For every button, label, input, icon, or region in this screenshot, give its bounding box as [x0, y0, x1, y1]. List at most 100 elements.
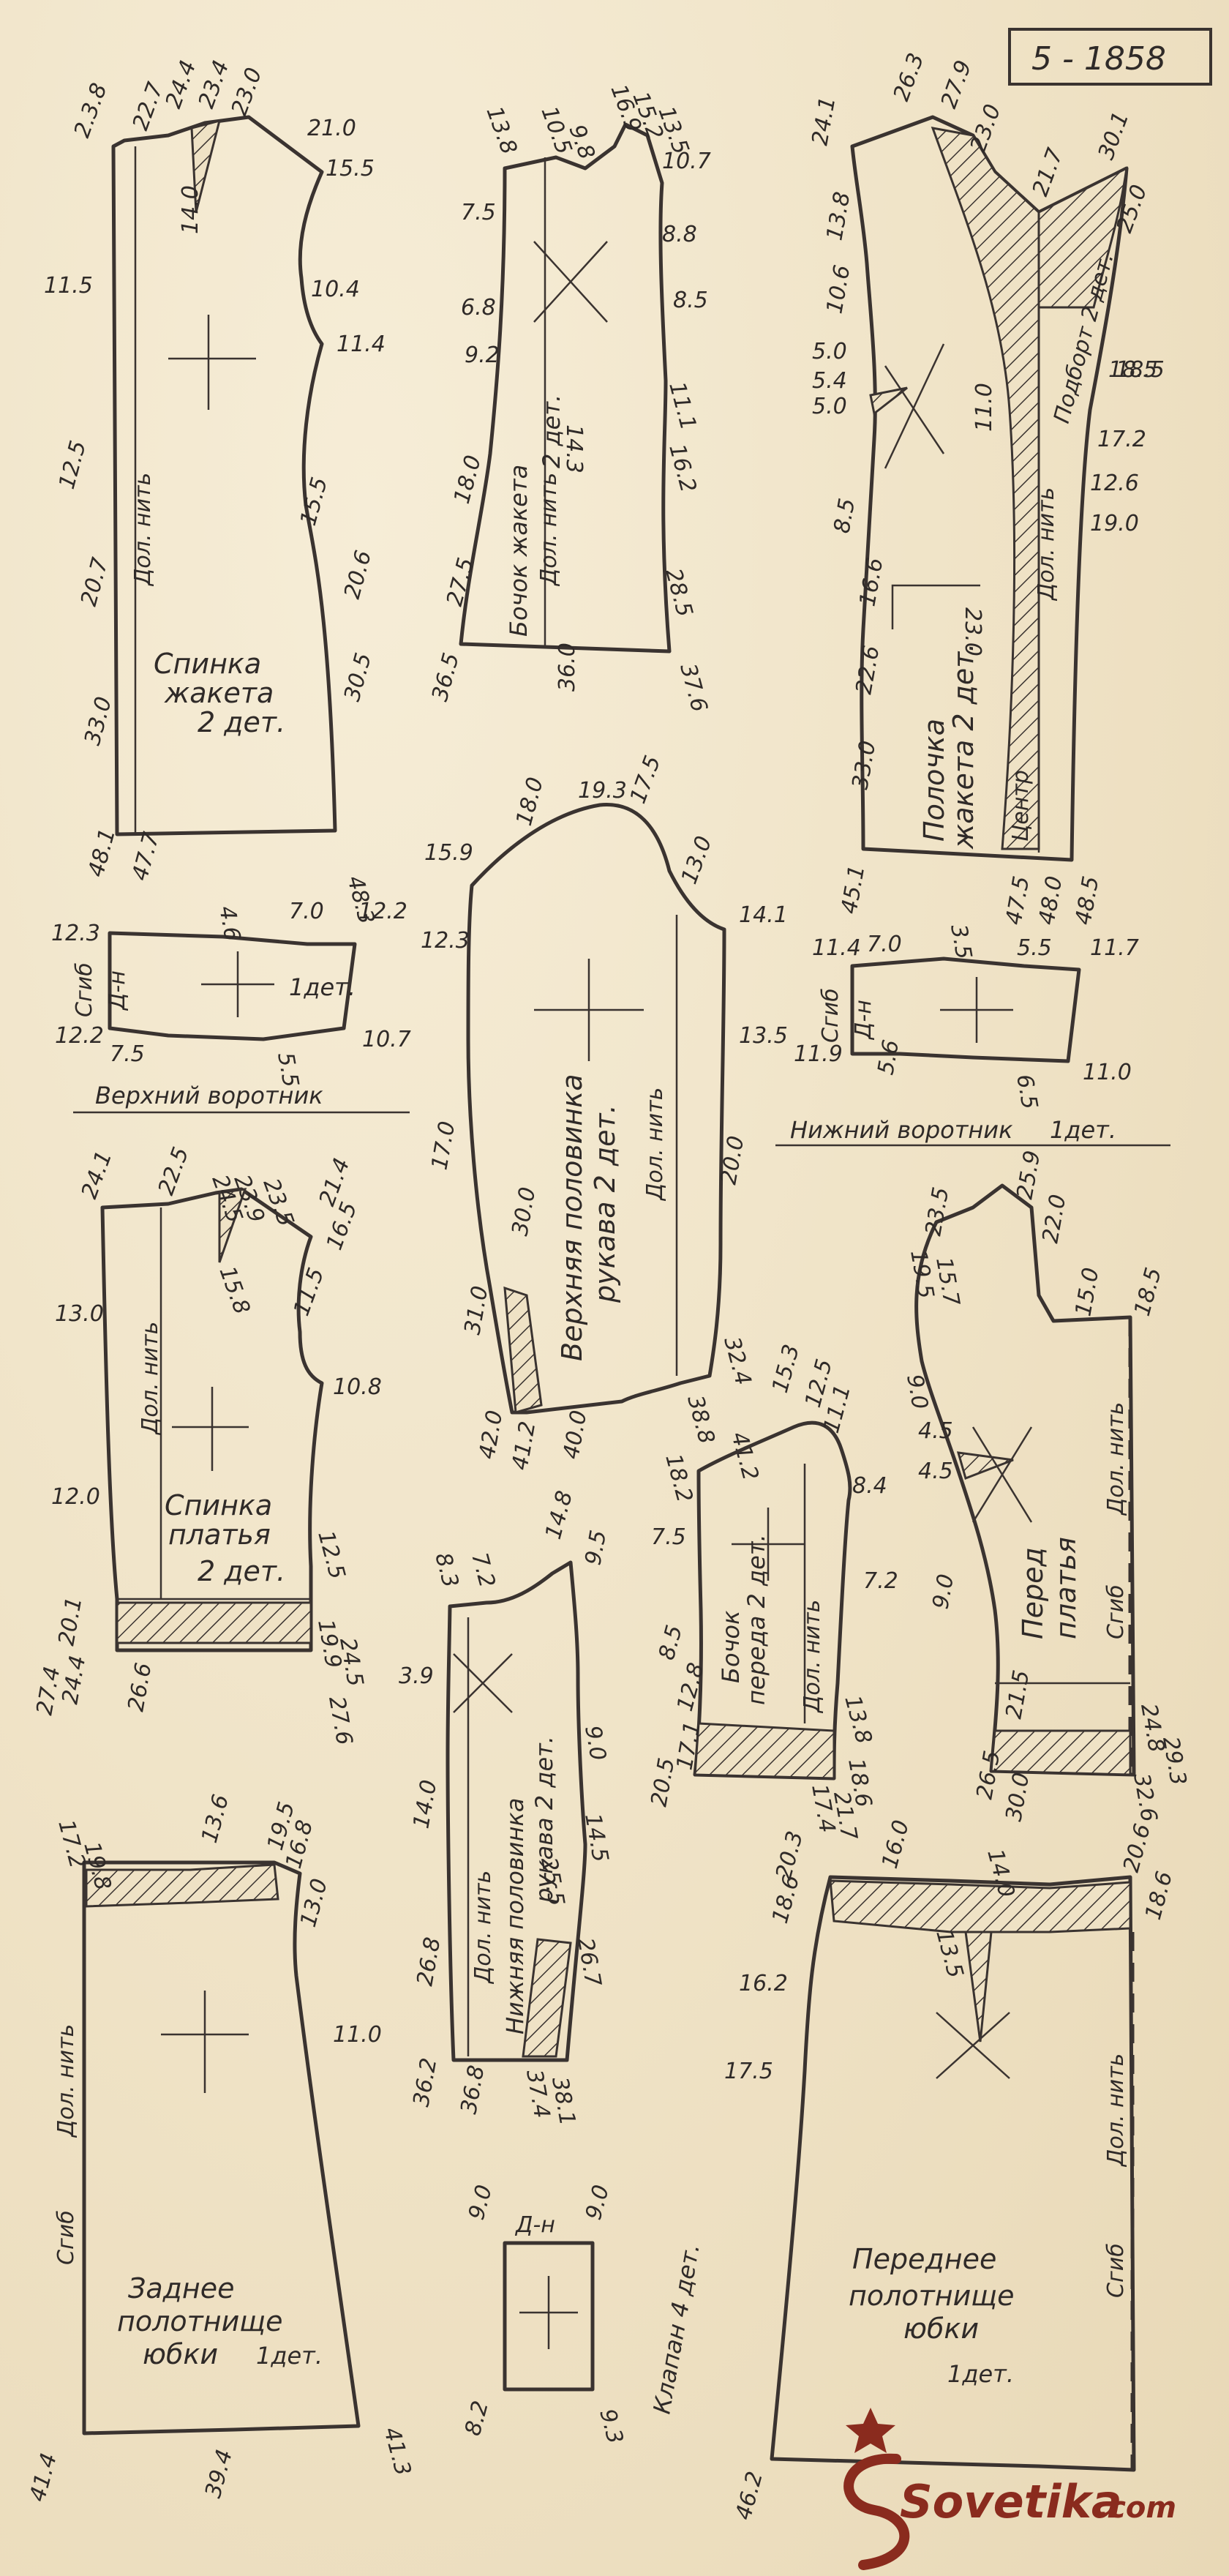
measurement: 27.9	[936, 57, 977, 112]
outline	[850, 956, 1081, 1063]
title-1: Нижняя половинка	[501, 1798, 529, 2034]
measurement: 5.5	[272, 1050, 304, 1089]
measurement: 14.0	[408, 1778, 442, 1831]
measurement: 8.4	[852, 1473, 887, 1499]
measurement: 8.5	[654, 1622, 688, 1663]
measurement: 9.0	[581, 2182, 614, 2223]
measurement: 5.6	[873, 1038, 904, 1077]
measurement: 5.0	[812, 339, 847, 364]
measurement: 22.6	[851, 644, 884, 697]
dart-marker	[891, 584, 980, 629]
measurement: 12.0	[51, 1484, 100, 1510]
watermark-text: Sovetika	[900, 2475, 1122, 2528]
measurement: 11.4	[337, 332, 386, 357]
count: 1дет.	[289, 973, 356, 1001]
measurement: 12.3	[51, 921, 100, 946]
measurement: 11.1	[664, 379, 701, 433]
measurement: 36.0	[555, 643, 580, 692]
measurement: 18.6	[767, 1872, 805, 1926]
measurement: 48.5	[1070, 875, 1104, 927]
measurement: 15.5	[296, 474, 333, 528]
measurement: 14.3	[561, 424, 587, 473]
grain-label: Д-н	[851, 1000, 876, 1041]
title-1: Заднее	[128, 2272, 235, 2304]
measurement: 36.2	[408, 2056, 442, 2109]
measurement: 10.7	[662, 149, 711, 174]
measurement: 8.3	[429, 1550, 463, 1590]
vent-hatch	[522, 1938, 572, 2058]
measurement: 19.3	[578, 778, 627, 804]
title-2: платья	[168, 1519, 271, 1551]
measurement: 24.1	[77, 1147, 118, 1202]
grain-label: Д-н	[105, 970, 130, 1011]
measurement: 12.5	[312, 1528, 350, 1582]
grain-label: Д-н	[514, 2212, 555, 2238]
measurement: 15.5	[326, 156, 375, 181]
outline	[850, 115, 1129, 862]
measurement: 17.5	[625, 752, 666, 807]
title-1: Полочка	[918, 719, 950, 842]
measurement: 15.7	[931, 1255, 964, 1308]
measurement: 12.6	[1090, 471, 1139, 496]
measurement: 20.1	[53, 1595, 87, 1648]
measurement: 16.5	[322, 1199, 363, 1254]
ref-box	[1008, 28, 1212, 86]
waist-hatch	[990, 1729, 1132, 1776]
piece-upper-sleeve: Верхняя половинка рукава 2 дет. Дол. нит…	[421, 752, 788, 1483]
measurement: 17.2	[1097, 427, 1146, 452]
outline	[111, 115, 337, 836]
title-1: Спинка	[154, 648, 261, 680]
measurement: 33.0	[80, 694, 117, 748]
measurement: 3.9	[399, 1663, 434, 1689]
measurement: 38.1	[546, 2075, 580, 2127]
measurement: 37.6	[674, 661, 712, 715]
measurement: 12.2	[358, 899, 407, 924]
measurement: 10.4	[311, 277, 360, 302]
measurement: 11.0	[971, 383, 997, 432]
waist-hatch	[829, 1879, 1132, 1933]
measurement: 4.6	[214, 904, 245, 943]
measurement: 11.5	[289, 1265, 330, 1319]
measurement: 18.0	[511, 774, 549, 828]
measurement: 15.8	[214, 1263, 255, 1318]
measurement: 11.7	[1090, 935, 1139, 961]
measurement: 16.2	[739, 1971, 788, 1996]
measurement: 45.1	[836, 864, 870, 916]
measurement: 7.5	[461, 200, 496, 225]
measurement: 10.6	[822, 263, 855, 316]
measurement: 14.1	[739, 902, 788, 928]
measurement: 18.0	[449, 452, 486, 506]
measurement: 9.5	[580, 1528, 612, 1567]
measurement: 9.0	[464, 2182, 497, 2223]
title-3: 2 дет.	[198, 706, 285, 738]
cross-a	[884, 365, 945, 454]
facing-hatch	[931, 127, 1040, 850]
measurement: 33.0	[847, 739, 881, 792]
measurement: 14.8	[541, 1488, 578, 1542]
dart	[218, 1188, 247, 1263]
measurement: 40.0	[558, 1409, 592, 1461]
measurement: 41.4	[25, 2450, 62, 2504]
measurement: 23.0	[227, 64, 268, 119]
measurement: 13.5	[739, 1023, 788, 1049]
measurement: 11.0	[333, 2022, 382, 2048]
measurement: 9.8	[563, 121, 599, 163]
measurement: 9.2	[465, 342, 500, 368]
cross-b	[884, 343, 945, 469]
piece-front-side: Бочок переда 2 дет. Дол. нить 15.3 12.5 …	[646, 1341, 898, 1842]
piece-upper-collar: Верхний воротник 1дет. Сгиб Д-н 4.6 7.0 …	[51, 899, 411, 1114]
grain-label: Дол. нить	[536, 473, 562, 587]
cross-b	[533, 241, 608, 323]
measurement: 32.6	[1128, 1771, 1162, 1824]
measurement: 9.0	[579, 1723, 611, 1762]
outline	[503, 2241, 595, 2392]
title: Верхний воротник	[95, 1082, 323, 1109]
measurement: 6.5	[1011, 1072, 1042, 1111]
measurement: 11.0	[1083, 1060, 1132, 1085]
measurement: 15.0	[1070, 1266, 1104, 1319]
title-2: рукава 2 дет.	[530, 1736, 558, 1903]
measurement: 48.0	[1034, 875, 1067, 927]
measurement: 16.2	[664, 441, 701, 495]
